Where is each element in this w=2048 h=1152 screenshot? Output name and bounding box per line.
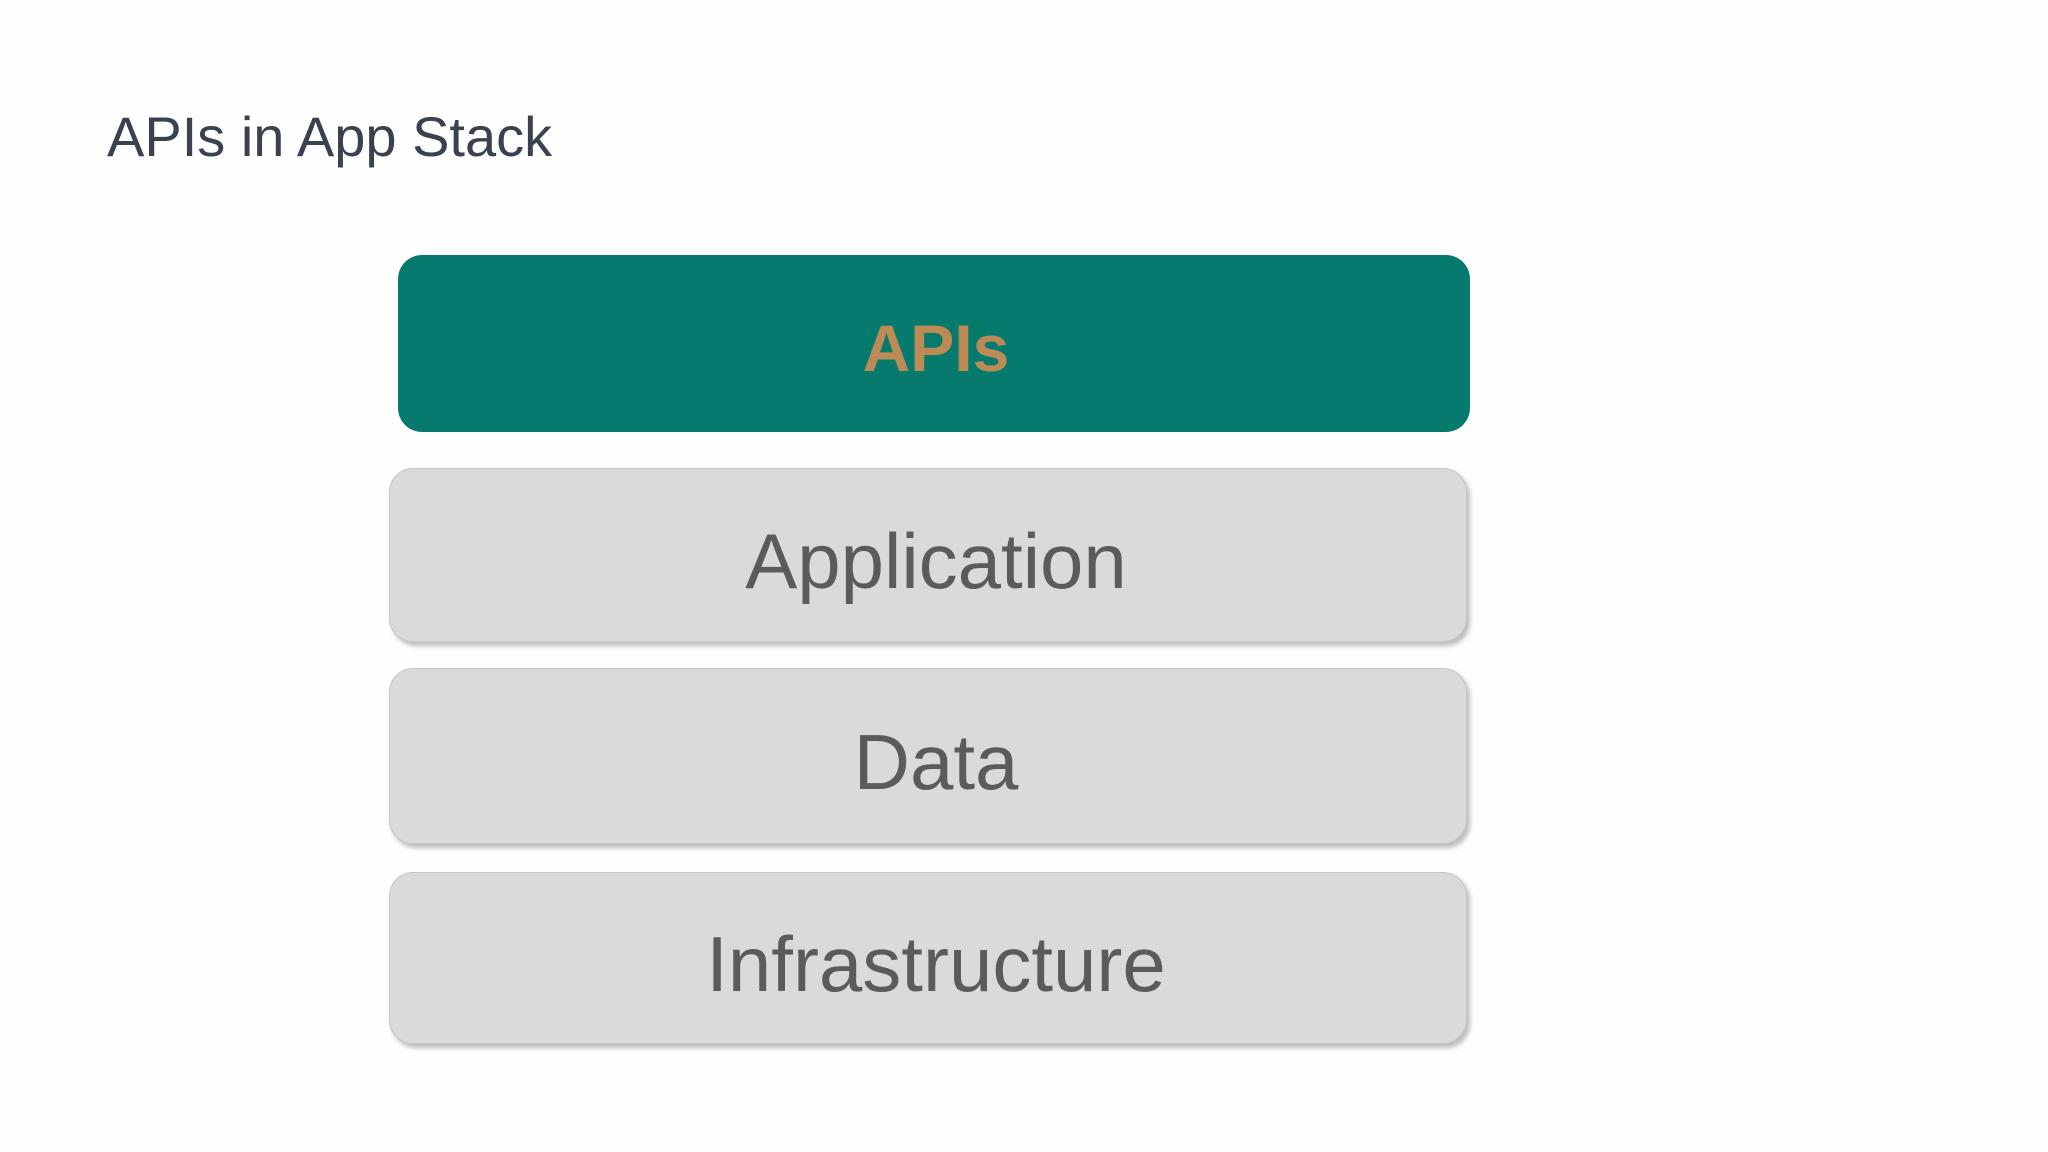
stack-label-data: Data — [853, 717, 1019, 806]
slide-title: APIs in App Stack — [107, 105, 553, 168]
stack-box-apis: APIs — [398, 255, 1470, 432]
stack-label-application: Application — [745, 516, 1127, 605]
stack-box-infrastructure: Infrastructure — [389, 872, 1467, 1044]
stack-box-application: Application — [389, 468, 1467, 642]
stack-label-infrastructure: Infrastructure — [706, 919, 1166, 1008]
stack-label-apis: APIs — [862, 310, 1010, 385]
stack-box-data: Data — [389, 668, 1467, 844]
